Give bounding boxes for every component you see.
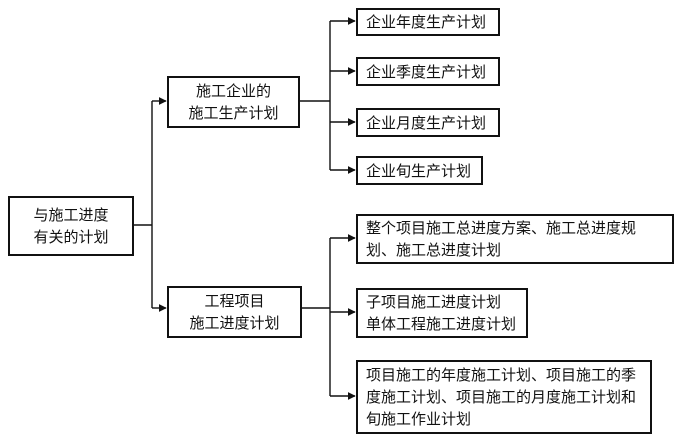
leaf-quarterly-plan: 企业季度生产计划 <box>356 57 500 86</box>
branch-enterprise-plan-label: 施工企业的 施工生产计划 <box>188 82 279 122</box>
leaf-monthly-plan: 企业月度生产计划 <box>356 108 500 137</box>
leaf-master-schedule: 整个项目施工总进度方案、施工总进度规 划、施工总进度计划 <box>356 214 674 264</box>
leaf-periodic-schedule: 项目施工的年度施工计划、项目施工的季 度施工计划、项目施工的月度施工计划和 旬施… <box>356 360 652 434</box>
root-node: 与施工进度 有关的计划 <box>8 196 134 256</box>
branch-enterprise-plan: 施工企业的 施工生产计划 <box>167 76 300 128</box>
leaf-ten-day-plan: 企业旬生产计划 <box>356 156 483 185</box>
leaf-subproject-schedule: 子项目施工进度计划 单体工程施工进度计划 <box>356 288 528 338</box>
branch-project-schedule: 工程项目 施工进度计划 <box>167 286 302 338</box>
branch-project-schedule-label: 工程项目 施工进度计划 <box>189 292 280 332</box>
leaf-annual-plan: 企业年度生产计划 <box>356 8 500 36</box>
root-node-label: 与施工进度 有关的计划 <box>33 206 109 246</box>
